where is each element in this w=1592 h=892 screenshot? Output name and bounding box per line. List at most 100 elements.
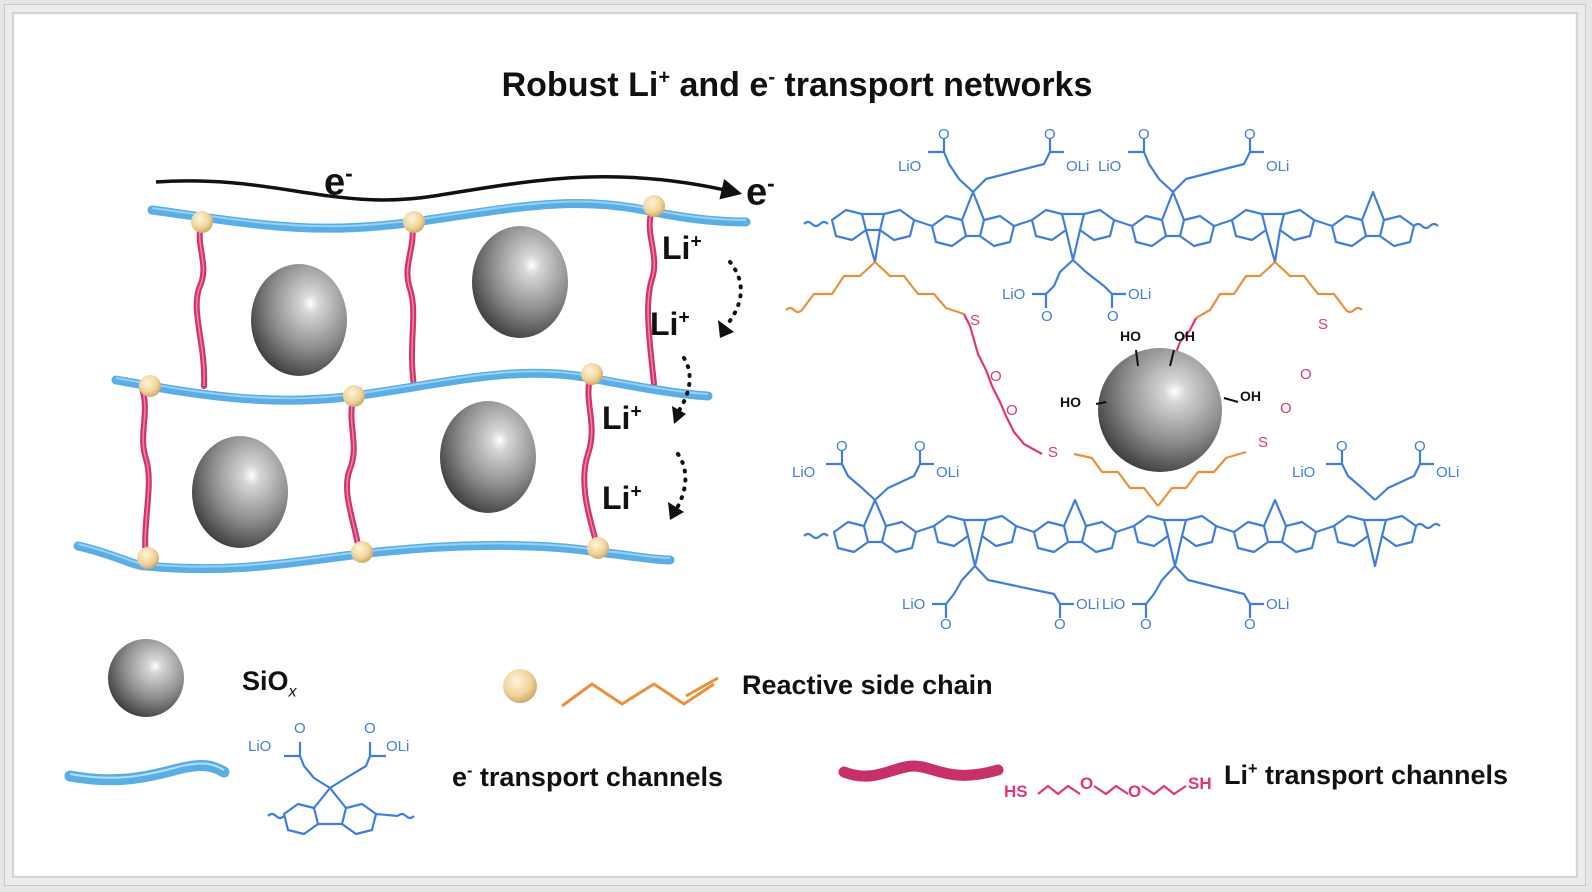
li-label-text: Li xyxy=(602,480,631,516)
top-polyfluorene-chain xyxy=(803,138,1439,308)
lio-label: LiO xyxy=(792,464,816,481)
thiol-sh-label: SH xyxy=(1188,774,1212,793)
electron-flow-arrow xyxy=(155,174,743,202)
legend-electron-channel-icon xyxy=(64,760,230,786)
carbonyl-o-label: O xyxy=(836,438,848,455)
carbonyl-o-label: O xyxy=(294,720,306,737)
lio-label: LiO xyxy=(248,738,272,755)
hydroxyl-label: HO xyxy=(1120,328,1141,344)
carbonyl-o-label: O xyxy=(1054,616,1066,633)
legend-siox-sphere-icon xyxy=(108,639,184,717)
legend-e-transport-label: e- transport channels xyxy=(452,762,723,793)
crosslink-node xyxy=(587,537,609,559)
oli-label: OLi xyxy=(936,464,960,481)
li-hop-label: Li+ xyxy=(662,230,702,267)
carbonyl-o-label: O xyxy=(940,616,952,633)
oli-label: OLi xyxy=(1076,596,1100,613)
thiol-o-label: O xyxy=(1128,782,1142,801)
li-hop-arrow xyxy=(724,260,743,328)
lio-label: LiO xyxy=(1102,596,1126,613)
li-hop-label: Li+ xyxy=(602,480,642,517)
electron-label-text: e xyxy=(746,171,768,214)
hydroxyl-label: HO xyxy=(1060,394,1081,410)
legend-thiol-zigzag xyxy=(1037,784,1187,796)
siox-sphere xyxy=(192,436,288,548)
ether-o-label: O xyxy=(1006,402,1018,419)
molecular-structure xyxy=(785,138,1441,618)
figure-title: Robust Li+ and e- transport networks xyxy=(14,66,1580,105)
lio-label: LiO xyxy=(1098,158,1122,175)
oli-label: OLi xyxy=(1266,596,1290,613)
arrow-head-icon xyxy=(718,320,734,338)
title-part: Robust Li xyxy=(501,66,659,104)
thiol-hs-label: HS xyxy=(1004,782,1028,801)
electron-label-start: e- xyxy=(324,160,353,205)
sulfur-label: S xyxy=(970,312,981,329)
crosslink-node xyxy=(343,385,365,407)
sulfur-label: S xyxy=(1258,434,1269,451)
carbonyl-o-label: O xyxy=(1107,308,1119,325)
li-hop-arrows xyxy=(674,260,743,512)
siox-sphere xyxy=(251,264,347,376)
siox-sphere xyxy=(472,226,568,338)
lio-label: LiO xyxy=(898,158,922,175)
crosslink-node xyxy=(581,363,603,385)
li-label-text: Li xyxy=(602,400,631,436)
central-siox-sphere xyxy=(1098,348,1222,472)
thiol-o-label: O xyxy=(1080,774,1094,793)
legend-siox-sub: x xyxy=(288,683,297,701)
oli-label: OLi xyxy=(1436,464,1460,481)
arrow-head-icon xyxy=(668,502,684,520)
lio-label: LiO xyxy=(1002,286,1026,303)
legend-e-rest: transport channels xyxy=(472,762,723,792)
hydroxyl-bonds xyxy=(1095,349,1239,405)
bottom-polyfluorene-chain xyxy=(803,450,1441,618)
oli-label: OLi xyxy=(386,738,410,755)
title-sup: + xyxy=(658,66,671,89)
ether-o-label: O xyxy=(990,368,1002,385)
carbonyl-o-label: O xyxy=(1414,438,1426,455)
oli-label: OLi xyxy=(1066,158,1090,175)
electron-label-sup: - xyxy=(767,170,775,196)
lio-label: LiO xyxy=(1292,464,1316,481)
carbonyl-o-label: O xyxy=(1138,126,1150,143)
carbonyl-o-label: O xyxy=(1244,126,1256,143)
ether-o-label: O xyxy=(1280,400,1292,417)
sulfur-label: S xyxy=(1048,444,1059,461)
oli-label: OLi xyxy=(1266,158,1290,175)
network-diagram xyxy=(73,174,751,574)
diagram-svg xyxy=(64,138,1441,836)
li-hop-label: Li+ xyxy=(602,400,642,437)
carbonyl-o-label: O xyxy=(938,126,950,143)
legend-fluorene-unit xyxy=(267,742,415,836)
li-channel xyxy=(344,393,363,562)
ether-o-label: O xyxy=(1300,366,1312,383)
electron-label-sup: - xyxy=(345,160,353,186)
title-part: and e xyxy=(670,66,769,104)
carbonyl-o-label: O xyxy=(364,720,376,737)
li-hop-arrow xyxy=(676,356,692,414)
reactive-side-chains xyxy=(785,261,1363,507)
oli-label: OLi xyxy=(1128,286,1152,303)
siox-spheres xyxy=(192,226,568,548)
legend-e-sup: - xyxy=(467,762,473,780)
electron-channel xyxy=(111,368,713,405)
crosslink-node xyxy=(403,211,425,233)
li-label-text: Li xyxy=(650,306,679,342)
crosslink-nodes xyxy=(137,195,665,569)
legend-graphics xyxy=(64,639,1187,836)
sulfur-label: S xyxy=(1318,316,1329,333)
legend-li-transport-label: Li+ transport channels xyxy=(1224,760,1508,791)
legend-li-channel-icon xyxy=(838,760,1004,782)
li-label-sup: + xyxy=(630,481,642,503)
electron-label-end: e- xyxy=(746,170,775,215)
crosslink-node xyxy=(191,211,213,233)
legend-reactive-side-chain-label: Reactive side chain xyxy=(742,670,993,700)
legend-li-sup: + xyxy=(1248,760,1258,778)
electron-channel xyxy=(147,199,751,233)
legend-side-chain-icon xyxy=(561,676,719,708)
carbonyl-o-label: O xyxy=(1044,126,1056,143)
crosslink-node xyxy=(137,547,159,569)
siox-sphere xyxy=(440,401,536,513)
carbonyl-o-label: O xyxy=(1244,616,1256,633)
